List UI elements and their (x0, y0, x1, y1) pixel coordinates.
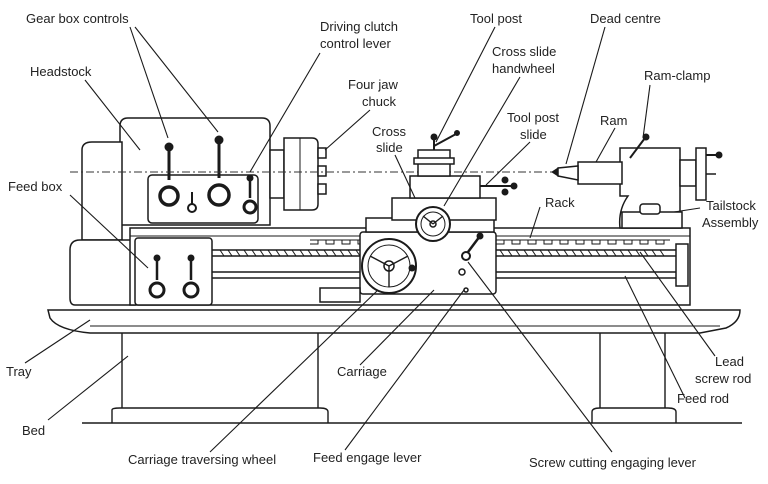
tool-post-slide-handle (480, 176, 518, 196)
label-tool-post: Tool post (470, 11, 522, 26)
tool-post (413, 130, 460, 177)
labels: Gear box controls Driving clutch control… (6, 11, 759, 470)
label-driving-clutch-1: Driving clutch (320, 19, 398, 34)
gear-box-control-levers (158, 135, 258, 215)
cross-slide-handwheel (415, 206, 451, 242)
label-ram: Ram (600, 113, 627, 128)
tray (47, 309, 741, 334)
label-four-jaw-2: chuck (362, 94, 396, 109)
label-cross-slide-2: slide (376, 140, 403, 155)
tailstock-assembly (551, 133, 723, 229)
label-bed: Bed (22, 423, 45, 438)
label-cross-slide-handwheel-1: Cross slide (492, 44, 556, 59)
tool-post-slide (409, 175, 481, 199)
label-rack: Rack (545, 195, 575, 210)
label-feed-rod: Feed rod (677, 391, 729, 406)
ram (577, 161, 623, 185)
carriage-traversing-wheel (361, 238, 417, 294)
label-feed-box: Feed box (8, 179, 63, 194)
lathe-machine (47, 117, 742, 424)
label-four-jaw-1: Four jaw (348, 77, 398, 92)
label-screw-cutting-engaging-lever: Screw cutting engaging lever (529, 455, 697, 470)
leader-lines (24, 26, 716, 453)
label-tailstock-2: Assembly (702, 215, 759, 230)
label-cross-slide-1: Cross (372, 124, 406, 139)
bed-stand (111, 333, 677, 423)
label-tray: Tray (6, 364, 32, 379)
label-tailstock-1: Tailstock (706, 198, 756, 213)
label-carriage: Carriage (337, 364, 387, 379)
label-lead-screw-1: Lead (715, 354, 744, 369)
label-tool-post-slide-1: Tool post (507, 110, 559, 125)
label-cross-slide-handwheel-2: handwheel (492, 61, 555, 76)
label-dead-centre: Dead centre (590, 11, 661, 26)
label-headstock: Headstock (30, 64, 92, 79)
dead-centre (557, 165, 579, 181)
label-lead-screw-2: screw rod (695, 371, 751, 386)
feed-box-levers (148, 254, 200, 299)
apron-levers (458, 232, 484, 293)
label-ram-clamp: Ram-clamp (644, 68, 710, 83)
label-driving-clutch-2: control lever (320, 36, 391, 51)
label-tool-post-slide-2: slide (520, 127, 547, 142)
label-gear-box-controls: Gear box controls (26, 11, 129, 26)
label-feed-engage-lever: Feed engage lever (313, 450, 422, 465)
label-carriage-traversing-wheel: Carriage traversing wheel (128, 452, 276, 467)
feed-box (134, 237, 213, 306)
ram-clamp (629, 137, 646, 159)
four-jaw-chuck (283, 137, 319, 211)
